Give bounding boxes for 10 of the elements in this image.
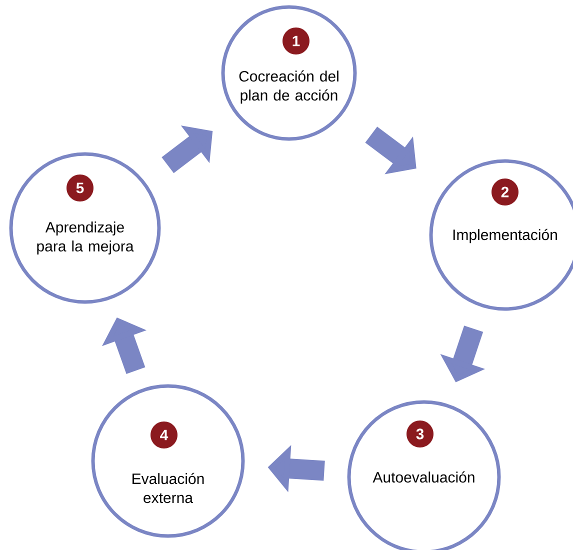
number-badge: 2 <box>492 178 518 206</box>
number-badge: 1 <box>282 28 310 54</box>
number-badge: 3 <box>406 420 434 448</box>
step-label: Evaluación externa <box>132 472 204 504</box>
number-badge: 5 <box>66 174 94 202</box>
step-label: Cocreación del plan de acción <box>239 70 338 104</box>
step-label: Implementación <box>453 228 557 244</box>
step-label: Autoevaluación <box>372 471 474 483</box>
step-label: Aprendizaje para la mejora <box>37 222 134 254</box>
number-badge: 4 <box>150 422 178 448</box>
